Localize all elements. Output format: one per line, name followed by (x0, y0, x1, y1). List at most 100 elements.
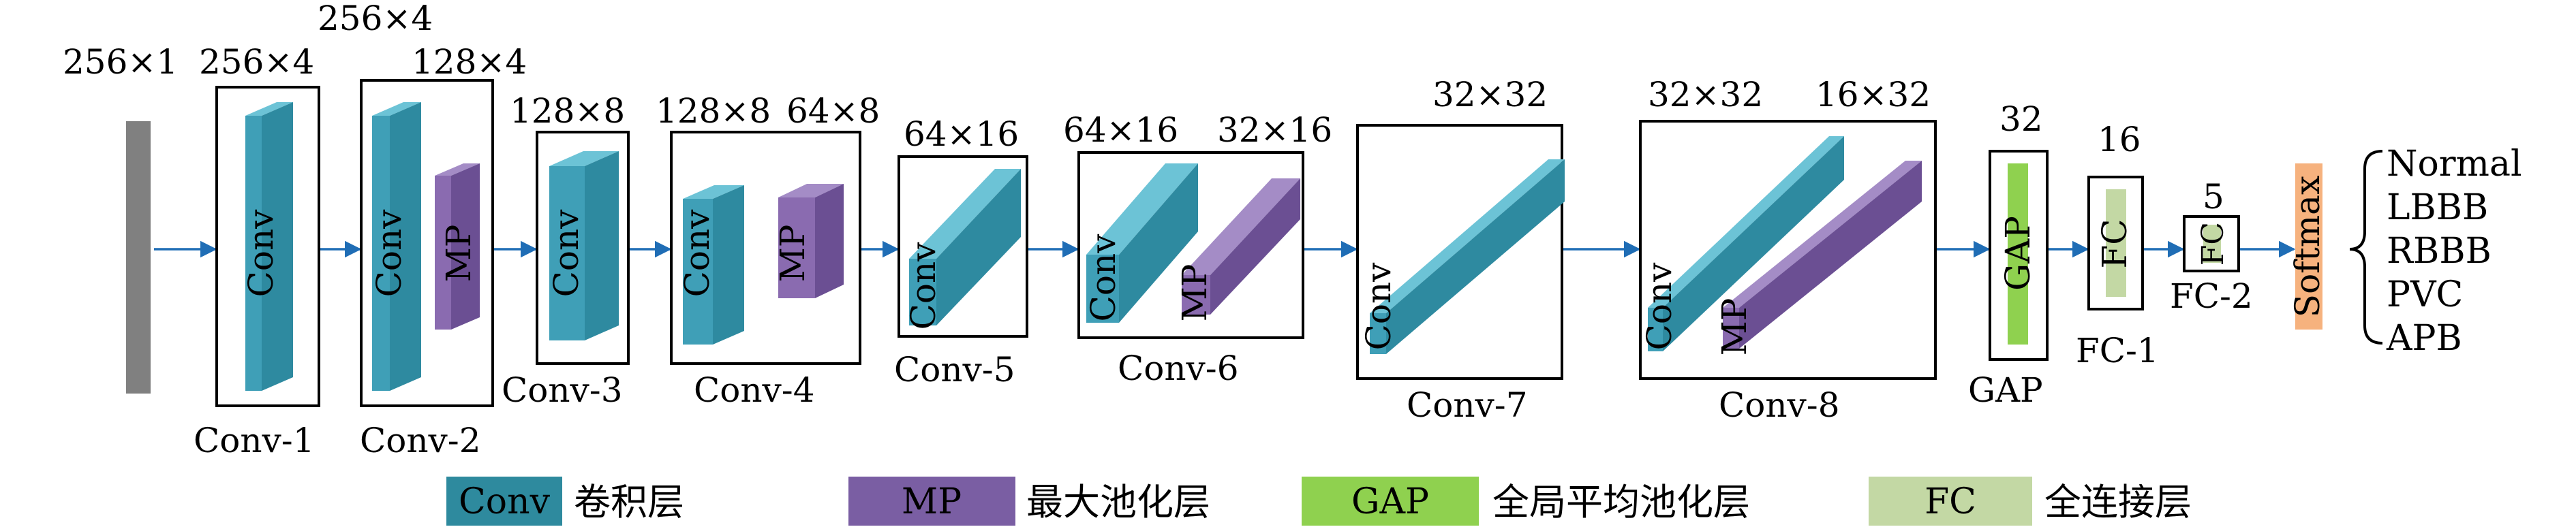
conv-6-conv-dim-label: 64×16 (1063, 110, 1178, 150)
block-conv-8: Conv MP 32×32 16×32 Conv-8 (1639, 75, 1937, 425)
class-label: PVC (2387, 274, 2463, 315)
fc-1-block-label: FC-1 (2076, 331, 2159, 370)
conv-4-mp-top (778, 184, 844, 197)
fc-2-frame (2183, 215, 2240, 272)
class-list: Normal LBBB RBBB PVC APB (2386, 144, 2522, 359)
conv-3-dim-label: 128×8 (510, 91, 625, 131)
fc-2-dim-label: 5 (2203, 177, 2224, 217)
block-conv-4: Conv MP 128×8 64×8 Conv-4 (656, 91, 880, 410)
conv-6-mp-label: MP (1175, 264, 1214, 322)
conv-6-conv-side (1119, 163, 1198, 323)
class-label: LBBB (2387, 187, 2488, 228)
legend-desc-gap: 全局平均池化层 (1492, 481, 1750, 524)
conv-3-conv-side (585, 151, 619, 340)
conv-1-frame (215, 86, 320, 407)
conv-2-conv-label: Conv (369, 209, 409, 298)
conv-7-block-label: Conv-7 (1407, 385, 1528, 425)
legend-item-mp: MP 最大池化层 (848, 477, 1210, 526)
input-dim-label: 256×1 (63, 42, 178, 82)
conv-1-layer-top (245, 102, 293, 116)
legend-swatch-gap (1302, 477, 1479, 526)
conv-5-conv-side (936, 169, 1021, 325)
conv-1-layer-side (262, 102, 293, 391)
conv-6-mp-dim-label: 32×16 (1217, 110, 1332, 150)
conv-4-mp-dim-label: 64×8 (786, 91, 880, 131)
conv-8-conv-dim-label: 32×32 (1648, 75, 1763, 114)
conv-3-conv-front (549, 166, 585, 340)
legend-item-gap: GAP 全局平均池化层 (1302, 477, 1750, 526)
conv-6-mp-front (1182, 275, 1210, 315)
fc-1-frame (2087, 176, 2144, 310)
conv-2-mp-top (435, 163, 480, 176)
conv-1-layer-label: Conv (241, 209, 281, 298)
legend-item-fc: FC 全连接层 (1869, 477, 2192, 526)
gap-layer (2008, 163, 2028, 345)
legend-key-fc: FC (1925, 481, 1976, 522)
block-gap: GAP 32 GAP (1968, 99, 2049, 410)
gap-dim-label: 32 (1999, 99, 2043, 139)
conv-8-conv-label: Conv (1640, 262, 1679, 351)
block-fc-1: FC 16 FC-1 (2076, 120, 2159, 370)
legend-swatch-conv (446, 477, 562, 526)
conv-4-conv-front (683, 199, 713, 345)
conv-3-block-label: Conv-3 (502, 370, 623, 410)
fc-2-layer-label: FC (2196, 222, 2230, 266)
fc-2-block-label: FC-2 (2170, 276, 2253, 316)
gap-block-label: GAP (1968, 370, 2043, 410)
block-conv-5: Conv 64×16 Conv-5 (894, 114, 1028, 389)
conv-2-top-dim-label: 256×4 (318, 0, 433, 38)
conv-3-frame (536, 131, 630, 365)
conv-2-mp-front (435, 176, 451, 330)
conv-6-conv-label: Conv (1084, 234, 1123, 322)
conv-6-block-label: Conv-6 (1118, 349, 1239, 388)
class-brace (2349, 150, 2383, 345)
block-conv-6: Conv MP 64×16 32×16 Conv-6 (1063, 110, 1332, 388)
conv-5-conv-top (909, 169, 1021, 259)
conv-7-conv-side (1386, 159, 1565, 354)
conv-5-frame (898, 155, 1028, 338)
legend-swatch-fc (1869, 477, 2032, 526)
conv-2-conv-side (390, 102, 421, 391)
conv-4-mp-label: MP (773, 225, 812, 283)
legend: Conv 卷积层 MP 最大池化层 GAP 全局平均池化层 FC 全连接层 (446, 477, 2192, 526)
conv-2-mp-label: MP (439, 225, 478, 283)
conv-6-mp-top (1182, 178, 1300, 275)
conv-8-conv-front (1648, 308, 1663, 351)
conv-4-conv-top (683, 185, 744, 199)
conv-4-conv-dim-label: 128×8 (656, 91, 771, 131)
conv-5-block-label: Conv-5 (894, 350, 1015, 389)
conv-8-conv-top (1648, 136, 1844, 308)
conv-8-mp-label: MP (1715, 298, 1754, 356)
conv-2-frame (360, 79, 494, 407)
conv-4-frame (670, 131, 861, 365)
legend-desc-conv: 卷积层 (574, 481, 684, 524)
conv-6-conv-top (1086, 163, 1198, 255)
gap-frame (1989, 150, 2049, 361)
fc-2-layer (2203, 225, 2221, 263)
conv-3-conv-top (549, 151, 619, 166)
class-label: RBBB (2387, 231, 2491, 272)
conv-8-block-label: Conv-8 (1719, 385, 1840, 425)
conv-8-mp-side (1739, 161, 1922, 349)
fc-1-dim-label: 16 (2098, 120, 2141, 159)
conv-4-mp-front (778, 197, 815, 298)
conv-2-conv-top (372, 102, 421, 116)
conv-7-conv-top (1370, 159, 1565, 313)
conv-6-frame (1077, 151, 1304, 339)
input-signal-bar (126, 121, 151, 394)
conv-2-block-label: Conv-2 (360, 421, 481, 460)
conv-2-mp-dim-label: 128×4 (412, 42, 527, 82)
fc-1-layer (2106, 189, 2126, 297)
softmax-layer (2295, 163, 2322, 330)
conv-1-layer-front (245, 116, 262, 391)
conv-1-dim-label: 256×4 (199, 42, 314, 82)
conv-4-block-label: Conv-4 (694, 370, 815, 410)
block-conv-7: Conv 32×32 Conv-7 (1356, 75, 1565, 425)
legend-desc-mp: 最大池化层 (1026, 481, 1210, 524)
block-conv-2: Conv MP 256×4 128×4 Conv-2 (318, 0, 527, 460)
fc-1-layer-label: FC (2095, 219, 2134, 269)
conv-8-frame (1639, 120, 1937, 380)
conv-7-dim-label: 32×32 (1432, 75, 1548, 114)
conv-1-block-label: Conv-1 (194, 421, 315, 460)
